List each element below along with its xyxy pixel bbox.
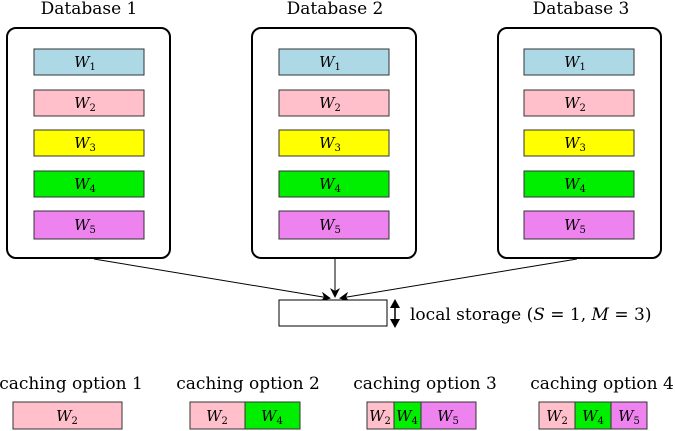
db1-w2-block xyxy=(33,89,145,117)
db2-w2-block xyxy=(278,89,390,117)
cache3-w4-label: W4 xyxy=(396,407,418,427)
cache4-w2-label: W2 xyxy=(546,407,568,427)
db1-w1-label: W1 xyxy=(74,53,96,73)
caching-option-1: W2 xyxy=(12,401,123,430)
db3-w5-block xyxy=(523,210,635,240)
caching-option-3: W2 W4 W5 xyxy=(366,401,477,430)
database-3-items: W1 W2 W3 W4 W5 xyxy=(523,48,635,240)
db3-w4-label: W4 xyxy=(564,175,586,195)
database-1-title: Database 1 xyxy=(41,0,138,19)
db3-w1-label: W1 xyxy=(564,53,586,73)
cache2-w4-label: W4 xyxy=(261,407,283,427)
caching-option-2-label: caching option 2 xyxy=(176,374,320,394)
cache4-w4-block xyxy=(574,401,612,430)
db1-w2-label: W2 xyxy=(74,94,96,114)
db2-w4-label: W4 xyxy=(319,175,341,195)
database-2-box xyxy=(251,27,417,259)
cache4-w4-label: W4 xyxy=(582,407,604,427)
caching-option-1-label: caching option 1 xyxy=(0,374,143,394)
db2-w5-label: W5 xyxy=(319,216,341,236)
db1-w3-block xyxy=(33,129,145,157)
database-2-title: Database 2 xyxy=(287,0,384,19)
cache4-w5-block xyxy=(610,401,648,430)
caching-option-2: W2 W4 xyxy=(189,401,301,430)
cache3-w2-label: W2 xyxy=(369,407,391,427)
database-1-box xyxy=(6,27,171,259)
db1-w3-label: W3 xyxy=(74,134,96,154)
local-storage-label: local storage (S = 1, M = 3) xyxy=(410,305,651,325)
db2-w1-block xyxy=(278,48,390,76)
db3-w4-block xyxy=(523,170,635,198)
database-1-items: W1 W2 W3 W4 W5 xyxy=(33,48,145,240)
cache2-w4-block xyxy=(244,401,301,430)
db1-w5-label: W5 xyxy=(74,216,96,236)
database-3-box xyxy=(497,27,662,259)
db2-w1-label: W1 xyxy=(319,53,341,73)
database-3-title: Database 3 xyxy=(533,0,630,19)
caching-option-3-label: caching option 3 xyxy=(353,374,497,394)
db1-w4-label: W4 xyxy=(74,175,96,195)
db1-w1-block xyxy=(33,48,145,76)
cache1-w2-label: W2 xyxy=(56,407,78,427)
database-2-items: W1 W2 W3 W4 W5 xyxy=(278,48,390,240)
db3-w1-block xyxy=(523,48,635,76)
db2-w2-label: W2 xyxy=(319,94,341,114)
cache1-w2-block xyxy=(12,401,123,430)
db2-w3-block xyxy=(278,129,390,157)
db3-w2-label: W2 xyxy=(564,94,586,114)
arrow-db3-to-storage xyxy=(339,258,578,302)
cache2-w2-label: W2 xyxy=(206,407,228,427)
storage-size-double-arrow xyxy=(390,299,400,328)
db3-w2-block xyxy=(523,89,635,117)
caching-option-4: W2 W4 W5 xyxy=(538,401,648,430)
db2-w3-label: W3 xyxy=(319,134,341,154)
cache3-w5-label: W5 xyxy=(437,407,459,427)
db3-w3-label: W3 xyxy=(564,134,586,154)
cache3-w5-block xyxy=(420,401,477,430)
cache3-w4-block xyxy=(393,401,422,430)
db3-w3-block xyxy=(523,129,635,157)
db2-w5-block xyxy=(278,210,390,240)
caching-option-4-label: caching option 4 xyxy=(530,374,674,394)
db3-w5-label: W5 xyxy=(564,216,586,236)
db1-w4-block xyxy=(33,170,145,198)
local-storage-box xyxy=(278,299,388,327)
cache4-w5-label: W5 xyxy=(618,407,640,427)
arrow-db1-to-storage xyxy=(93,258,331,302)
db2-w4-block xyxy=(278,170,390,198)
db1-w5-block xyxy=(33,210,145,240)
